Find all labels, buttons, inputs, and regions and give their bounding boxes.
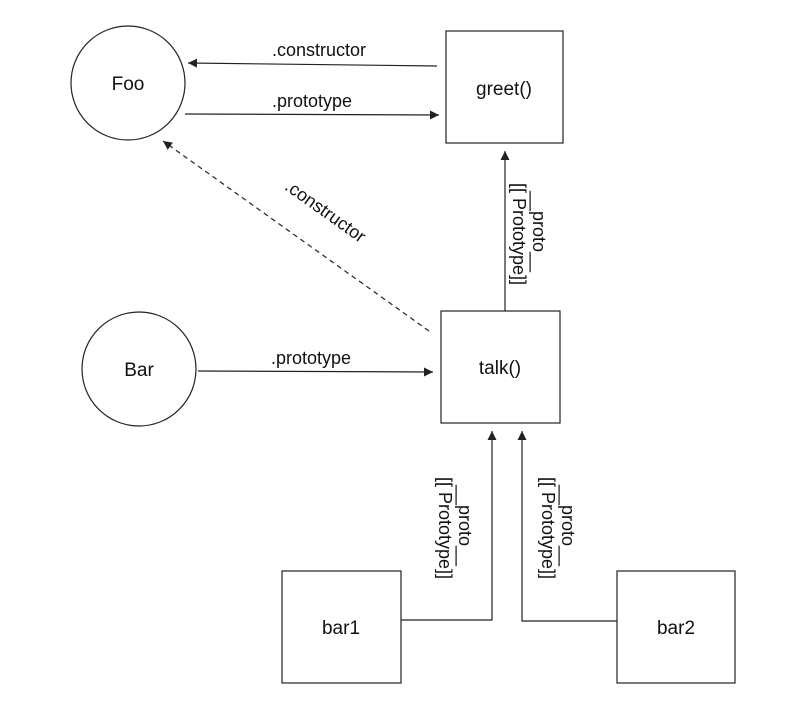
talk-proto-label: __proto__ [[ Prototype]] — [509, 183, 549, 285]
greet-box — [445, 30, 564, 144]
edge-greet-constructor: .constructor — [187, 40, 438, 68]
bar-prototype-label: .prototype — [271, 348, 351, 368]
talk-constructor-label: .constructor — [281, 176, 369, 247]
talk-constructor-arrow — [162, 140, 430, 332]
node-bar1: bar1 — [281, 570, 402, 684]
bar1-proto-label-line2: [[ Prototype]] — [435, 477, 455, 579]
bar2-box — [616, 570, 736, 684]
bar2-proto-label: __proto__ [[ Prototype]] — [538, 477, 578, 579]
foo-label: Foo — [112, 74, 145, 95]
bar1-box — [281, 570, 402, 684]
edge-talk-constructor: .constructor — [162, 140, 430, 332]
bar1-proto-arrow — [401, 431, 497, 621]
node-foo: Foo — [70, 25, 186, 141]
edge-foo-prototype: .prototype — [184, 91, 440, 120]
node-bar: Bar — [81, 311, 197, 427]
bar2-proto-arrow — [517, 431, 617, 622]
edge-bar2-proto: __proto__ [[ Prototype]] — [517, 431, 617, 622]
foo-circle — [70, 25, 186, 141]
bar2-proto-label-line1: __proto__ — [557, 484, 578, 567]
bar-label: Bar — [124, 360, 154, 381]
bar-prototype-arrow — [197, 367, 434, 377]
talk-proto-label-line1: __proto__ — [528, 190, 549, 273]
bar2-label: bar2 — [657, 618, 695, 639]
bar2-proto-label-line2: [[ Prototype]] — [538, 477, 558, 579]
bar1-label: bar1 — [322, 618, 360, 639]
greet-constructor-label: .constructor — [272, 40, 366, 60]
node-bar2: bar2 — [616, 570, 736, 684]
foo-prototype-arrow — [184, 110, 440, 120]
bar1-proto-label: __proto__ [[ Prototype]] — [435, 477, 475, 579]
edge-talk-proto: __proto__ [[ Prototype]] — [500, 151, 549, 311]
node-greet: greet() — [445, 30, 564, 144]
foo-prototype-label: .prototype — [272, 91, 352, 111]
talk-proto-label-line2: [[ Prototype]] — [509, 183, 529, 285]
node-talk: talk() — [440, 310, 561, 424]
bar1-proto-label-line1: __proto__ — [454, 484, 475, 567]
talk-label: talk() — [479, 358, 521, 379]
talk-box — [440, 310, 561, 424]
bar-circle — [81, 311, 197, 427]
greet-constructor-arrow — [187, 58, 438, 68]
edge-bar-prototype: .prototype — [197, 348, 434, 377]
greet-label: greet() — [476, 79, 532, 100]
edge-bar1-proto: __proto__ [[ Prototype]] — [401, 431, 497, 621]
